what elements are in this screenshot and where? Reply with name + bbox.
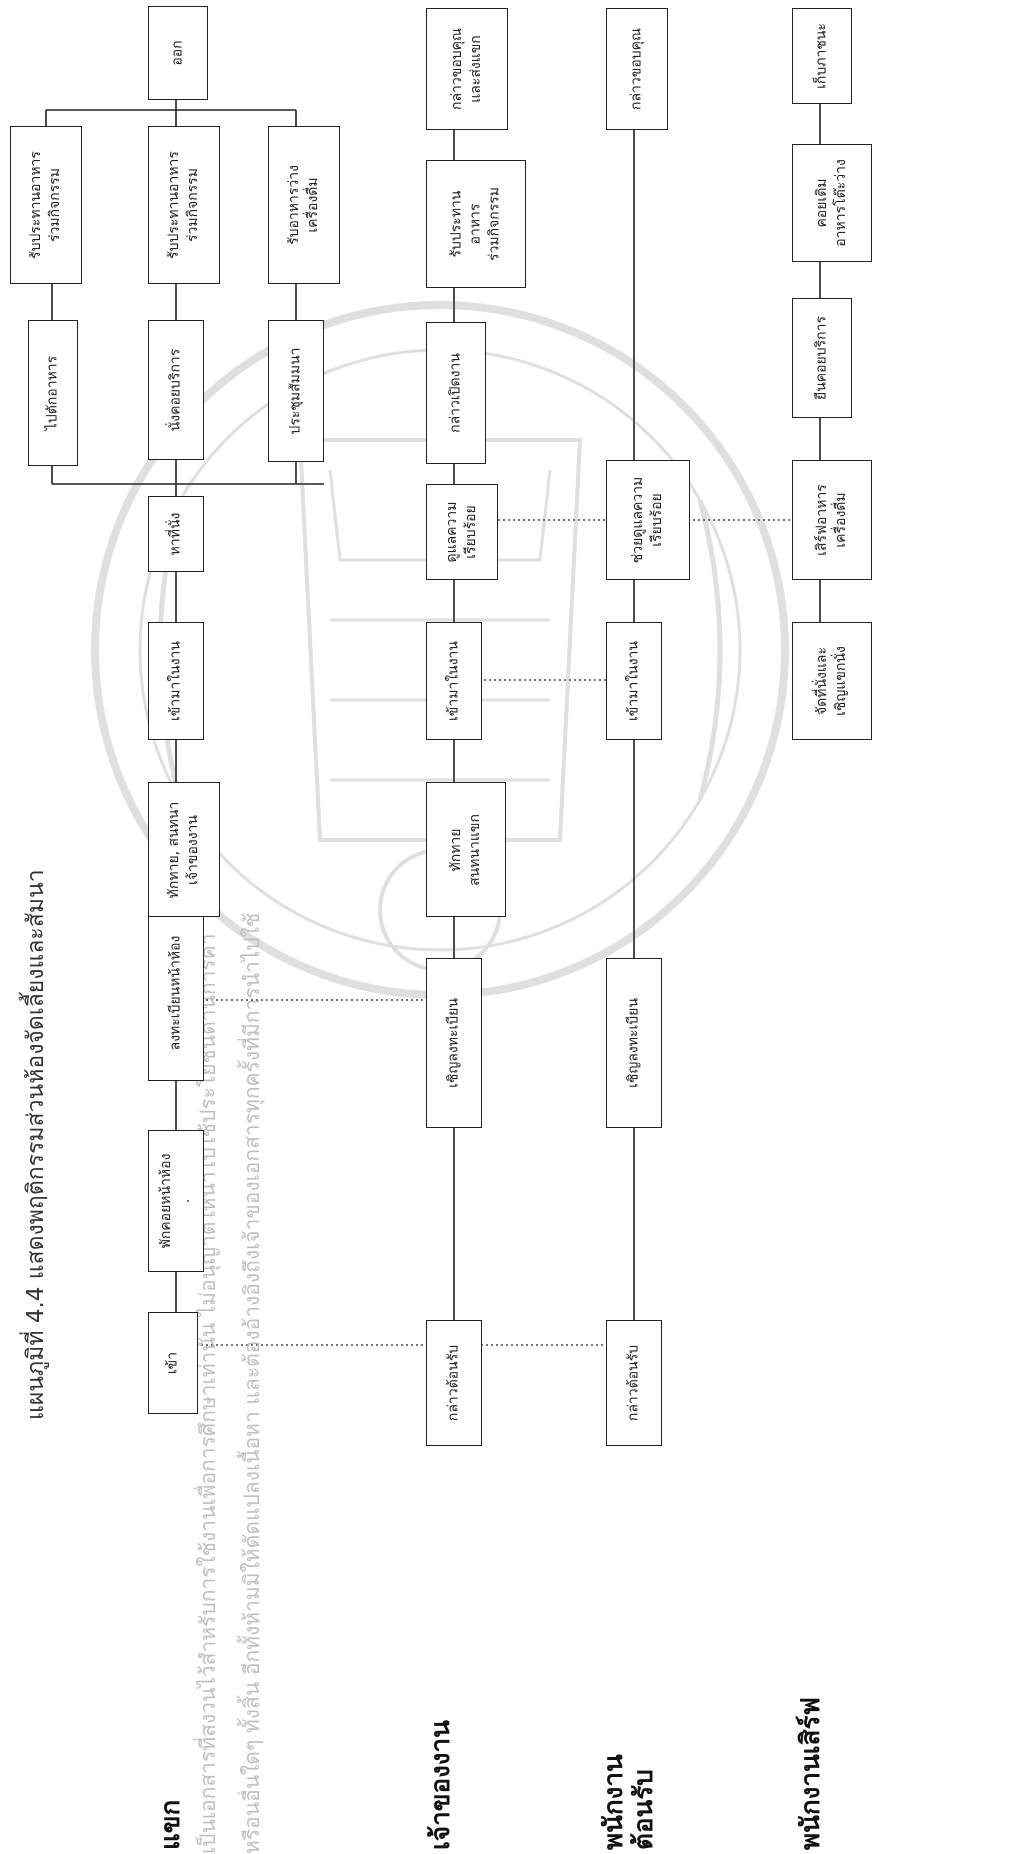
box-guest-snack: รับอาหารว่าง เครื่องดื่ม xyxy=(268,126,340,284)
figure-caption: แผนภูมิที่ 4.4 แสดงพฤติกรรมส่วนห้องจัดเล… xyxy=(18,869,54,1420)
box-server-serve: เสิร์ฟอาหาร เครื่องดื่ม xyxy=(792,460,872,580)
box-host-welcome: กล่าวต้อนรับ xyxy=(426,1320,482,1446)
lane-label-reception: พนักงาน ต้อนรับ xyxy=(600,1754,660,1850)
box-server-standby: ยืนคอยบริการ xyxy=(792,298,852,418)
lane-label-server: พนักงานเสิร์ฟ xyxy=(790,1697,831,1850)
box-guest-rest: พักคอยหน้าห้อง . xyxy=(148,1130,204,1272)
box-host-chat: ทักทาย สนทนาแขก xyxy=(426,782,506,917)
box-guest-enter: เข้า xyxy=(148,1312,198,1414)
box-guest-exit: ออก xyxy=(148,6,208,100)
box-host-enter-hall: เข้ามาในงาน xyxy=(426,622,482,740)
box-server-clear: เก็บภาชนะ xyxy=(792,8,852,104)
box-guest-eat-2: รับประทานอาหาร ร่วมกิจกรรม xyxy=(148,126,220,284)
box-reception-thank: กล่าวขอบคุณ xyxy=(606,8,668,130)
box-host-invite: เชิญลงทะเบียน xyxy=(426,958,482,1128)
box-guest-wait-service: นั่งคอยบริการ xyxy=(148,320,204,460)
lane-label-guest: แขก xyxy=(150,1800,191,1850)
box-guest-enter-hall: เข้ามาในงาน xyxy=(148,622,204,740)
box-host-eat: รับประทาน อาหาร ร่วมกิจกรรม xyxy=(426,160,526,288)
box-guest-greet-host: ทักทาย, สนทนา เจ้าของงาน xyxy=(148,782,220,917)
box-guest-meeting: ประชุมสัมมนา xyxy=(268,320,324,462)
box-host-open-speech: กล่าวเปิดงาน xyxy=(426,322,486,464)
box-reception-enter-hall: เข้ามาในงาน xyxy=(606,622,662,740)
box-guest-buffet: ไปตักอาหาร xyxy=(28,320,78,466)
box-reception-invite: เชิญลงทะเบียน xyxy=(606,958,662,1128)
box-guest-find-seat: หาที่นั่ง xyxy=(148,496,204,572)
box-guest-register: ลงทะเบียนหน้าห้อง xyxy=(148,905,204,1081)
lane-label-host: เจ้าของงาน xyxy=(420,1720,461,1850)
box-reception-help: ช่วยดูแลความ เรียบร้อย xyxy=(606,460,690,580)
watermark-line-2: หรือนอื่นใดๆ ทั้งสิ้น อีกทั้งห้ามมิให้ดั… xyxy=(236,913,269,1854)
box-reception-welcome: กล่าวต้อนรับ xyxy=(606,1320,662,1446)
box-server-seat-guests: จัดที่นั่งและ เชิญแขกนั่ง xyxy=(792,622,872,740)
box-guest-eat-1: รับประทานอาหาร ร่วมกิจกรรม xyxy=(10,126,82,284)
box-host-orderly: ดูแลความ เรียบร้อย xyxy=(426,484,498,580)
box-server-refill: คอยเติม อาหารโต๊ะว่าง xyxy=(792,144,872,262)
box-host-thank: กล่าวขอบคุณ และส่งแขก xyxy=(426,8,508,130)
